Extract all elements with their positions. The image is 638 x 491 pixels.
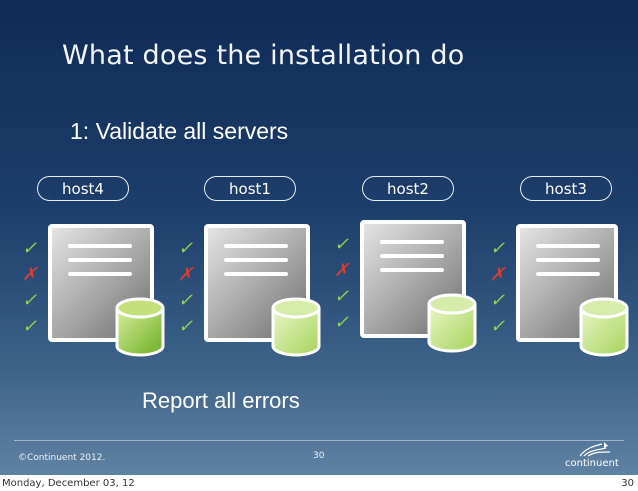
server-document-icon	[48, 224, 154, 342]
database-icon	[271, 297, 321, 357]
logo-wordmark: continuent	[565, 458, 619, 469]
footer-divider	[14, 440, 624, 441]
host-label-host3: host3	[520, 176, 612, 201]
print-page-number: 30	[621, 478, 634, 489]
report-errors-text: Report all errors	[142, 388, 300, 413]
presentation-slide: What does the installation do 1: Validat…	[0, 0, 638, 475]
slide-page-number: 30	[313, 451, 325, 461]
check-icon: ✓	[490, 290, 506, 311]
check-icon: ✓	[22, 290, 38, 311]
check-icon: ✓	[22, 316, 38, 337]
server-host3: ✓ ✗ ✓ ✓	[490, 224, 638, 374]
validation-marks: ✓ ✗ ✓ ✓	[22, 236, 40, 340]
check-icon: ✓	[334, 312, 350, 333]
check-icon: ✓	[334, 286, 350, 307]
print-date: Monday, December 03, 12	[2, 478, 135, 489]
validation-marks: ✓ ✗ ✓ ✓	[334, 232, 352, 336]
check-icon: ✓	[178, 290, 194, 311]
validation-marks: ✓ ✗ ✓ ✓	[178, 236, 196, 340]
server-host1: ✓ ✗ ✓ ✓	[178, 224, 338, 374]
copyright-text: ©Continuent 2012.	[18, 453, 106, 463]
check-icon: ✓	[490, 316, 506, 337]
check-icon: ✓	[178, 238, 194, 259]
server-host2: ✓ ✗ ✓ ✓	[334, 220, 494, 370]
check-icon: ✓	[490, 238, 506, 259]
database-icon	[115, 297, 165, 357]
host-label-host2: host2	[362, 176, 454, 201]
error-icon: ✗	[178, 264, 194, 285]
error-icon: ✗	[490, 264, 506, 285]
host-label-host4: host4	[37, 176, 129, 201]
check-icon: ✓	[22, 238, 38, 259]
continuent-logo-icon	[579, 442, 611, 457]
error-icon: ✗	[334, 260, 350, 281]
validation-marks: ✓ ✗ ✓ ✓	[490, 236, 508, 340]
slide-subtitle: 1: Validate all servers	[70, 118, 289, 144]
error-icon: ✗	[22, 264, 38, 285]
database-icon	[579, 297, 629, 357]
slide-title: What does the installation do	[62, 40, 465, 71]
host-label-host1: host1	[204, 176, 296, 201]
database-icon	[427, 293, 477, 353]
server-host4: ✓ ✗ ✓ ✓	[22, 224, 182, 374]
server-document-icon	[204, 224, 310, 342]
check-icon: ✓	[178, 316, 194, 337]
check-icon: ✓	[334, 234, 350, 255]
